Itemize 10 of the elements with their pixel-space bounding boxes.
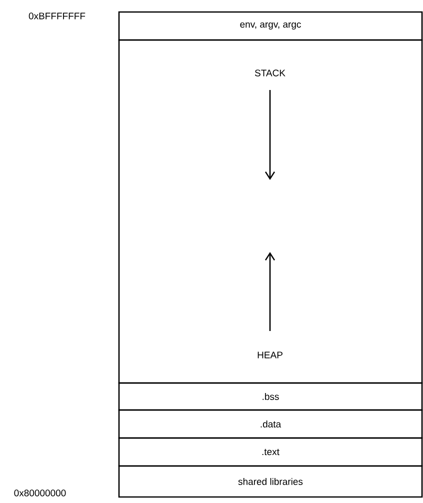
memory-segment <box>118 39 423 384</box>
memory-segment: .data <box>118 409 423 439</box>
memory-segment: .bss <box>118 382 423 411</box>
address-label: 0xBFFFFFFF <box>28 12 86 20</box>
address-label: 0x80000000 <box>14 490 66 496</box>
memory-segment: env, argv, argc <box>118 11 423 41</box>
memory-segment: shared libraries <box>118 465 423 498</box>
segment-label: STACK <box>254 70 286 76</box>
segment-label: HEAP <box>258 352 282 358</box>
memory-segment: .text <box>118 437 423 467</box>
